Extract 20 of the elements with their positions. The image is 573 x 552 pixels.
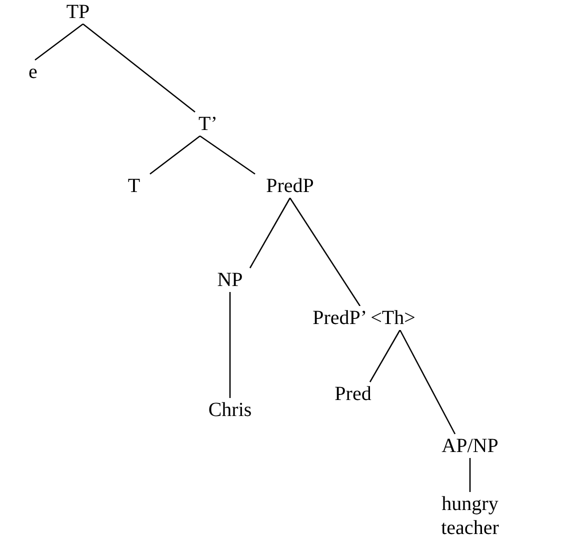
branch-line	[150, 135, 200, 175]
tree-node-label: T	[118, 174, 150, 198]
branch-line	[82, 23, 196, 113]
branch-line	[289, 198, 361, 306]
tree-node-label: TP	[58, 0, 98, 24]
tree-node-label: e	[22, 60, 44, 84]
branch-line	[229, 292, 231, 398]
tree-node-label: PredP	[255, 174, 325, 198]
tree-node-label: hungry teacher	[432, 492, 508, 540]
branch-line	[399, 330, 456, 434]
branch-line	[369, 330, 401, 382]
branch-line	[34, 23, 84, 61]
branch-line	[249, 198, 291, 268]
branch-line	[200, 135, 256, 175]
tree-node-label: Pred	[322, 382, 384, 406]
tree-node-label: NP	[210, 268, 250, 292]
tree-node-label: Chris	[192, 398, 268, 422]
tree-node-label: AP/NP	[420, 434, 520, 458]
tree-node-label: T’	[195, 112, 221, 136]
branch-line	[469, 458, 471, 492]
